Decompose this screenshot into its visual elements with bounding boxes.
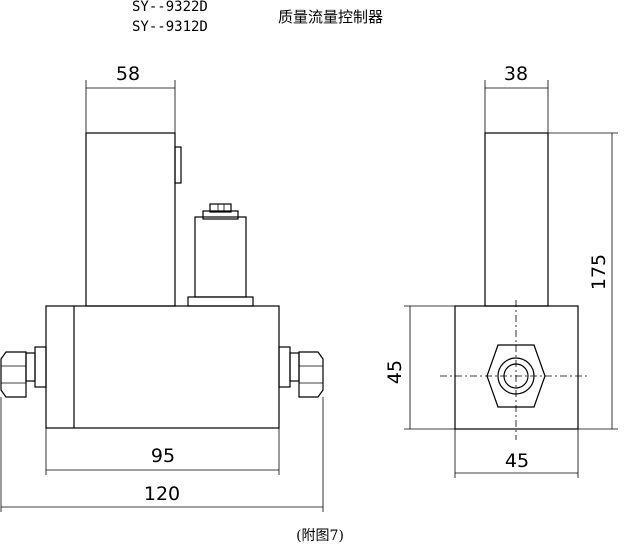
side-main-body [454, 305, 579, 430]
front-valve-cap-collar [202, 210, 239, 220]
model-number-1: SY--9322D [132, 0, 208, 15]
front-main-body [45, 305, 280, 429]
side-port-inner [503, 363, 529, 389]
side-dimensions: 38 175 45 45 [384, 63, 618, 478]
dim-label-45-horizontal: 45 [505, 450, 529, 472]
side-port-outer [497, 357, 535, 395]
dim-label-95: 95 [151, 445, 175, 467]
front-valve-cap-top [209, 203, 232, 213]
dim-label-175: 175 [588, 254, 610, 290]
model-number-2: SY--9312D [132, 19, 208, 35]
dim-label-45-vertical: 45 [384, 360, 406, 384]
product-title: 质量流量控制器 [278, 8, 383, 26]
side-hex-nut [486, 344, 546, 408]
front-right-fitting [278, 346, 324, 398]
dim-label-38: 38 [504, 63, 528, 85]
side-view [440, 132, 590, 440]
side-control-housing [484, 132, 549, 307]
front-control-housing [85, 132, 176, 307]
dim-label-120: 120 [144, 483, 180, 505]
front-housing-side-tab [174, 146, 182, 184]
front-dimensions: 58 95 120 [0, 63, 324, 512]
front-valve-base-flange [187, 296, 254, 307]
front-view [0, 132, 324, 429]
front-left-fitting [0, 346, 47, 398]
front-valve-cylinder [194, 216, 247, 298]
figure-caption: (附图7) [296, 528, 344, 544]
dim-label-58: 58 [116, 63, 140, 85]
